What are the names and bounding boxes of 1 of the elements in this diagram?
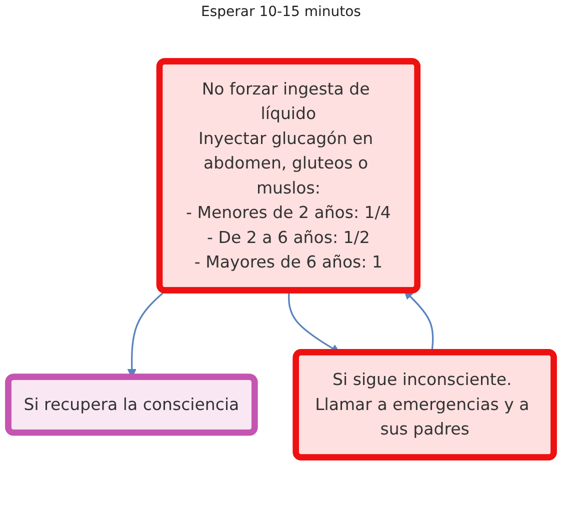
note-text: Esperar 10-15 minutos [201, 4, 361, 20]
